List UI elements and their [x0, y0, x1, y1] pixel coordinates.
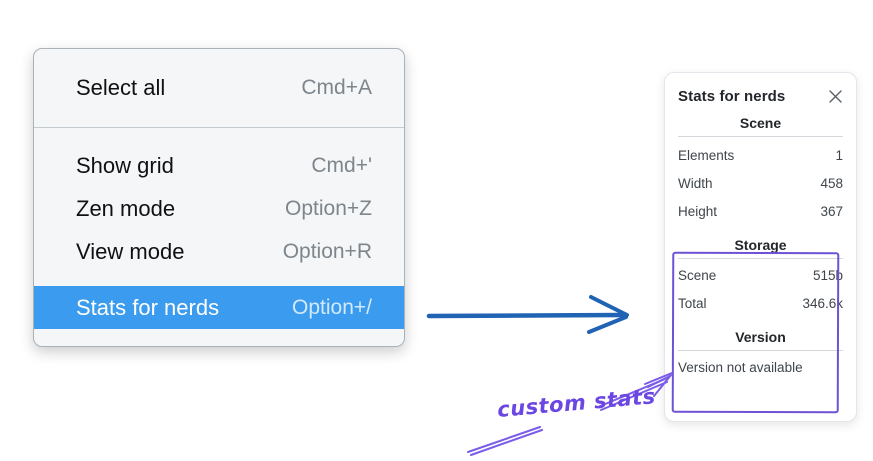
stats-panel-title: Stats for nerds: [678, 87, 786, 105]
stat-value: 346.6k: [802, 295, 843, 311]
stat-label: Width: [678, 175, 713, 191]
menu-item-label: Zen mode: [76, 195, 176, 221]
menu-item-shortcut: Option+R: [282, 239, 372, 263]
menu-divider: [34, 127, 404, 128]
menu-item-show-grid[interactable]: Show grid Cmd+': [34, 144, 404, 187]
section-title: Scene: [739, 115, 782, 131]
menu-item-label: Stats for nerds: [76, 294, 220, 320]
stat-row-scene-size: Scene 515b: [678, 261, 843, 289]
context-menu: Select all Cmd+A Show grid Cmd+' Zen mod…: [33, 48, 405, 347]
stat-label: Height: [678, 203, 718, 219]
stat-value: 367: [820, 203, 843, 219]
stat-label: Total: [678, 295, 707, 311]
menu-item-view-mode[interactable]: View mode Option+R: [34, 230, 404, 273]
stat-row-width: Width 458: [678, 169, 843, 197]
version-note: Version not available: [678, 360, 803, 375]
section-scene: Scene Elements 1 Width 458 Height 367: [678, 115, 843, 225]
stat-label: Scene: [678, 267, 717, 283]
flow-arrow: [426, 295, 629, 334]
menu-item-select-all[interactable]: Select all Cmd+A: [34, 62, 404, 114]
stat-row-elements: Elements 1: [678, 141, 843, 169]
section-title: Storage: [734, 237, 787, 253]
section-version: Version Version not available: [678, 329, 843, 375]
stats-panel-header: Stats for nerds: [678, 85, 843, 107]
menu-item-label: View mode: [76, 238, 185, 264]
close-icon[interactable]: [827, 88, 843, 104]
stat-label: Elements: [678, 147, 735, 163]
section-divider: [678, 258, 843, 259]
annotation-arrow: [467, 372, 673, 456]
menu-item-zen-mode[interactable]: Zen mode Option+Z: [34, 187, 404, 230]
menu-item-label: Select all: [76, 75, 166, 100]
section-title: Version: [735, 329, 786, 345]
section-storage: Storage Scene 515b Total 346.6k: [678, 237, 843, 317]
menu-item-shortcut: Option+Z: [285, 196, 372, 220]
stat-row-height: Height 367: [678, 197, 843, 225]
menu-item-shortcut: Cmd+A: [301, 76, 372, 99]
menu-item-shortcut: Cmd+': [311, 153, 372, 177]
annotation-label: custom stats: [496, 384, 657, 422]
stat-value: 458: [820, 175, 843, 191]
section-divider: [678, 136, 843, 137]
menu-item-shortcut: Option+/: [292, 295, 372, 319]
stats-panel: Stats for nerds Scene Elements 1 Width 4…: [664, 72, 857, 422]
stat-value: 1: [835, 147, 843, 163]
stat-value: 515b: [812, 267, 843, 283]
menu-item-stats-for-nerds[interactable]: Stats for nerds Option+/: [34, 286, 404, 329]
section-divider: [678, 350, 843, 351]
menu-item-label: Show grid: [76, 152, 174, 178]
stat-row-total-size: Total 346.6k: [678, 289, 843, 317]
